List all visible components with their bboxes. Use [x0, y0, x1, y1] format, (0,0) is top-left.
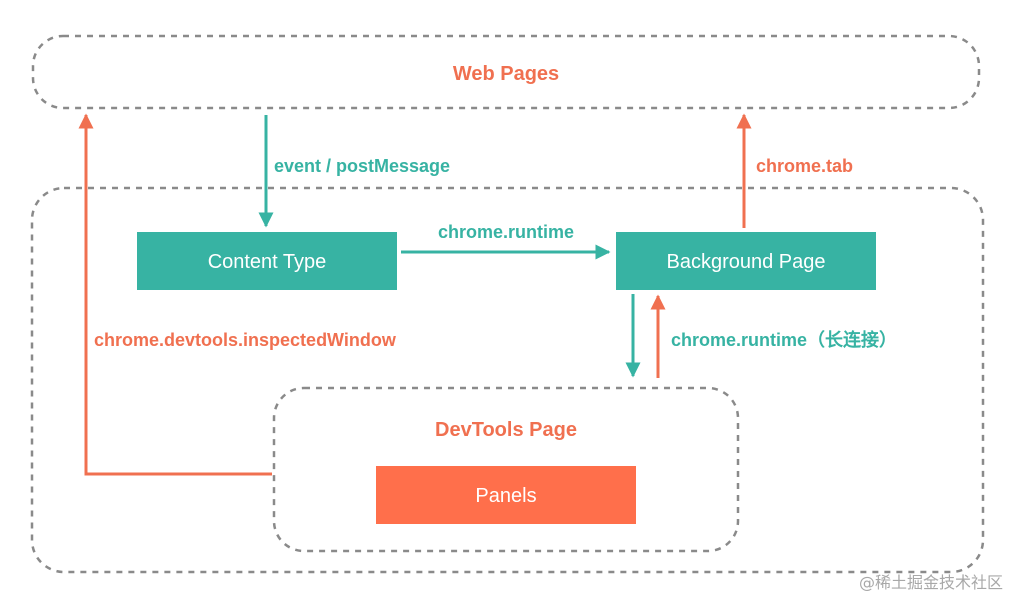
background-page-node: Background Page	[616, 232, 876, 290]
content-type-node: Content Type	[137, 232, 397, 290]
devtools-page-label: DevTools Page	[435, 419, 577, 441]
panels-box	[376, 466, 636, 524]
background-page-box	[616, 232, 876, 290]
web-pages-border	[31, 34, 981, 110]
web-pages-label: Web Pages	[453, 63, 559, 85]
inspected-window-arrow	[78, 113, 272, 476]
content-type-box	[137, 232, 397, 290]
watermark: @稀土掘金技术社区	[858, 573, 1003, 592]
long-connection-label: chrome.runtime（长连接）	[671, 329, 897, 350]
event-post-message-label: event / postMessage	[274, 156, 450, 176]
chrome-runtime-label: chrome.runtime	[438, 222, 574, 242]
background-page-label: Background Page	[666, 251, 825, 273]
web-pages-region: Web Pages	[31, 34, 981, 110]
panels-label: Panels	[475, 485, 536, 507]
extension-region	[30, 186, 985, 574]
panels-node: Panels	[376, 466, 636, 524]
content-type-label: Content Type	[208, 251, 327, 273]
chrome-tab-label: chrome.tab	[756, 156, 853, 176]
inspected-window-label: chrome.devtools.inspectedWindow	[94, 330, 397, 350]
